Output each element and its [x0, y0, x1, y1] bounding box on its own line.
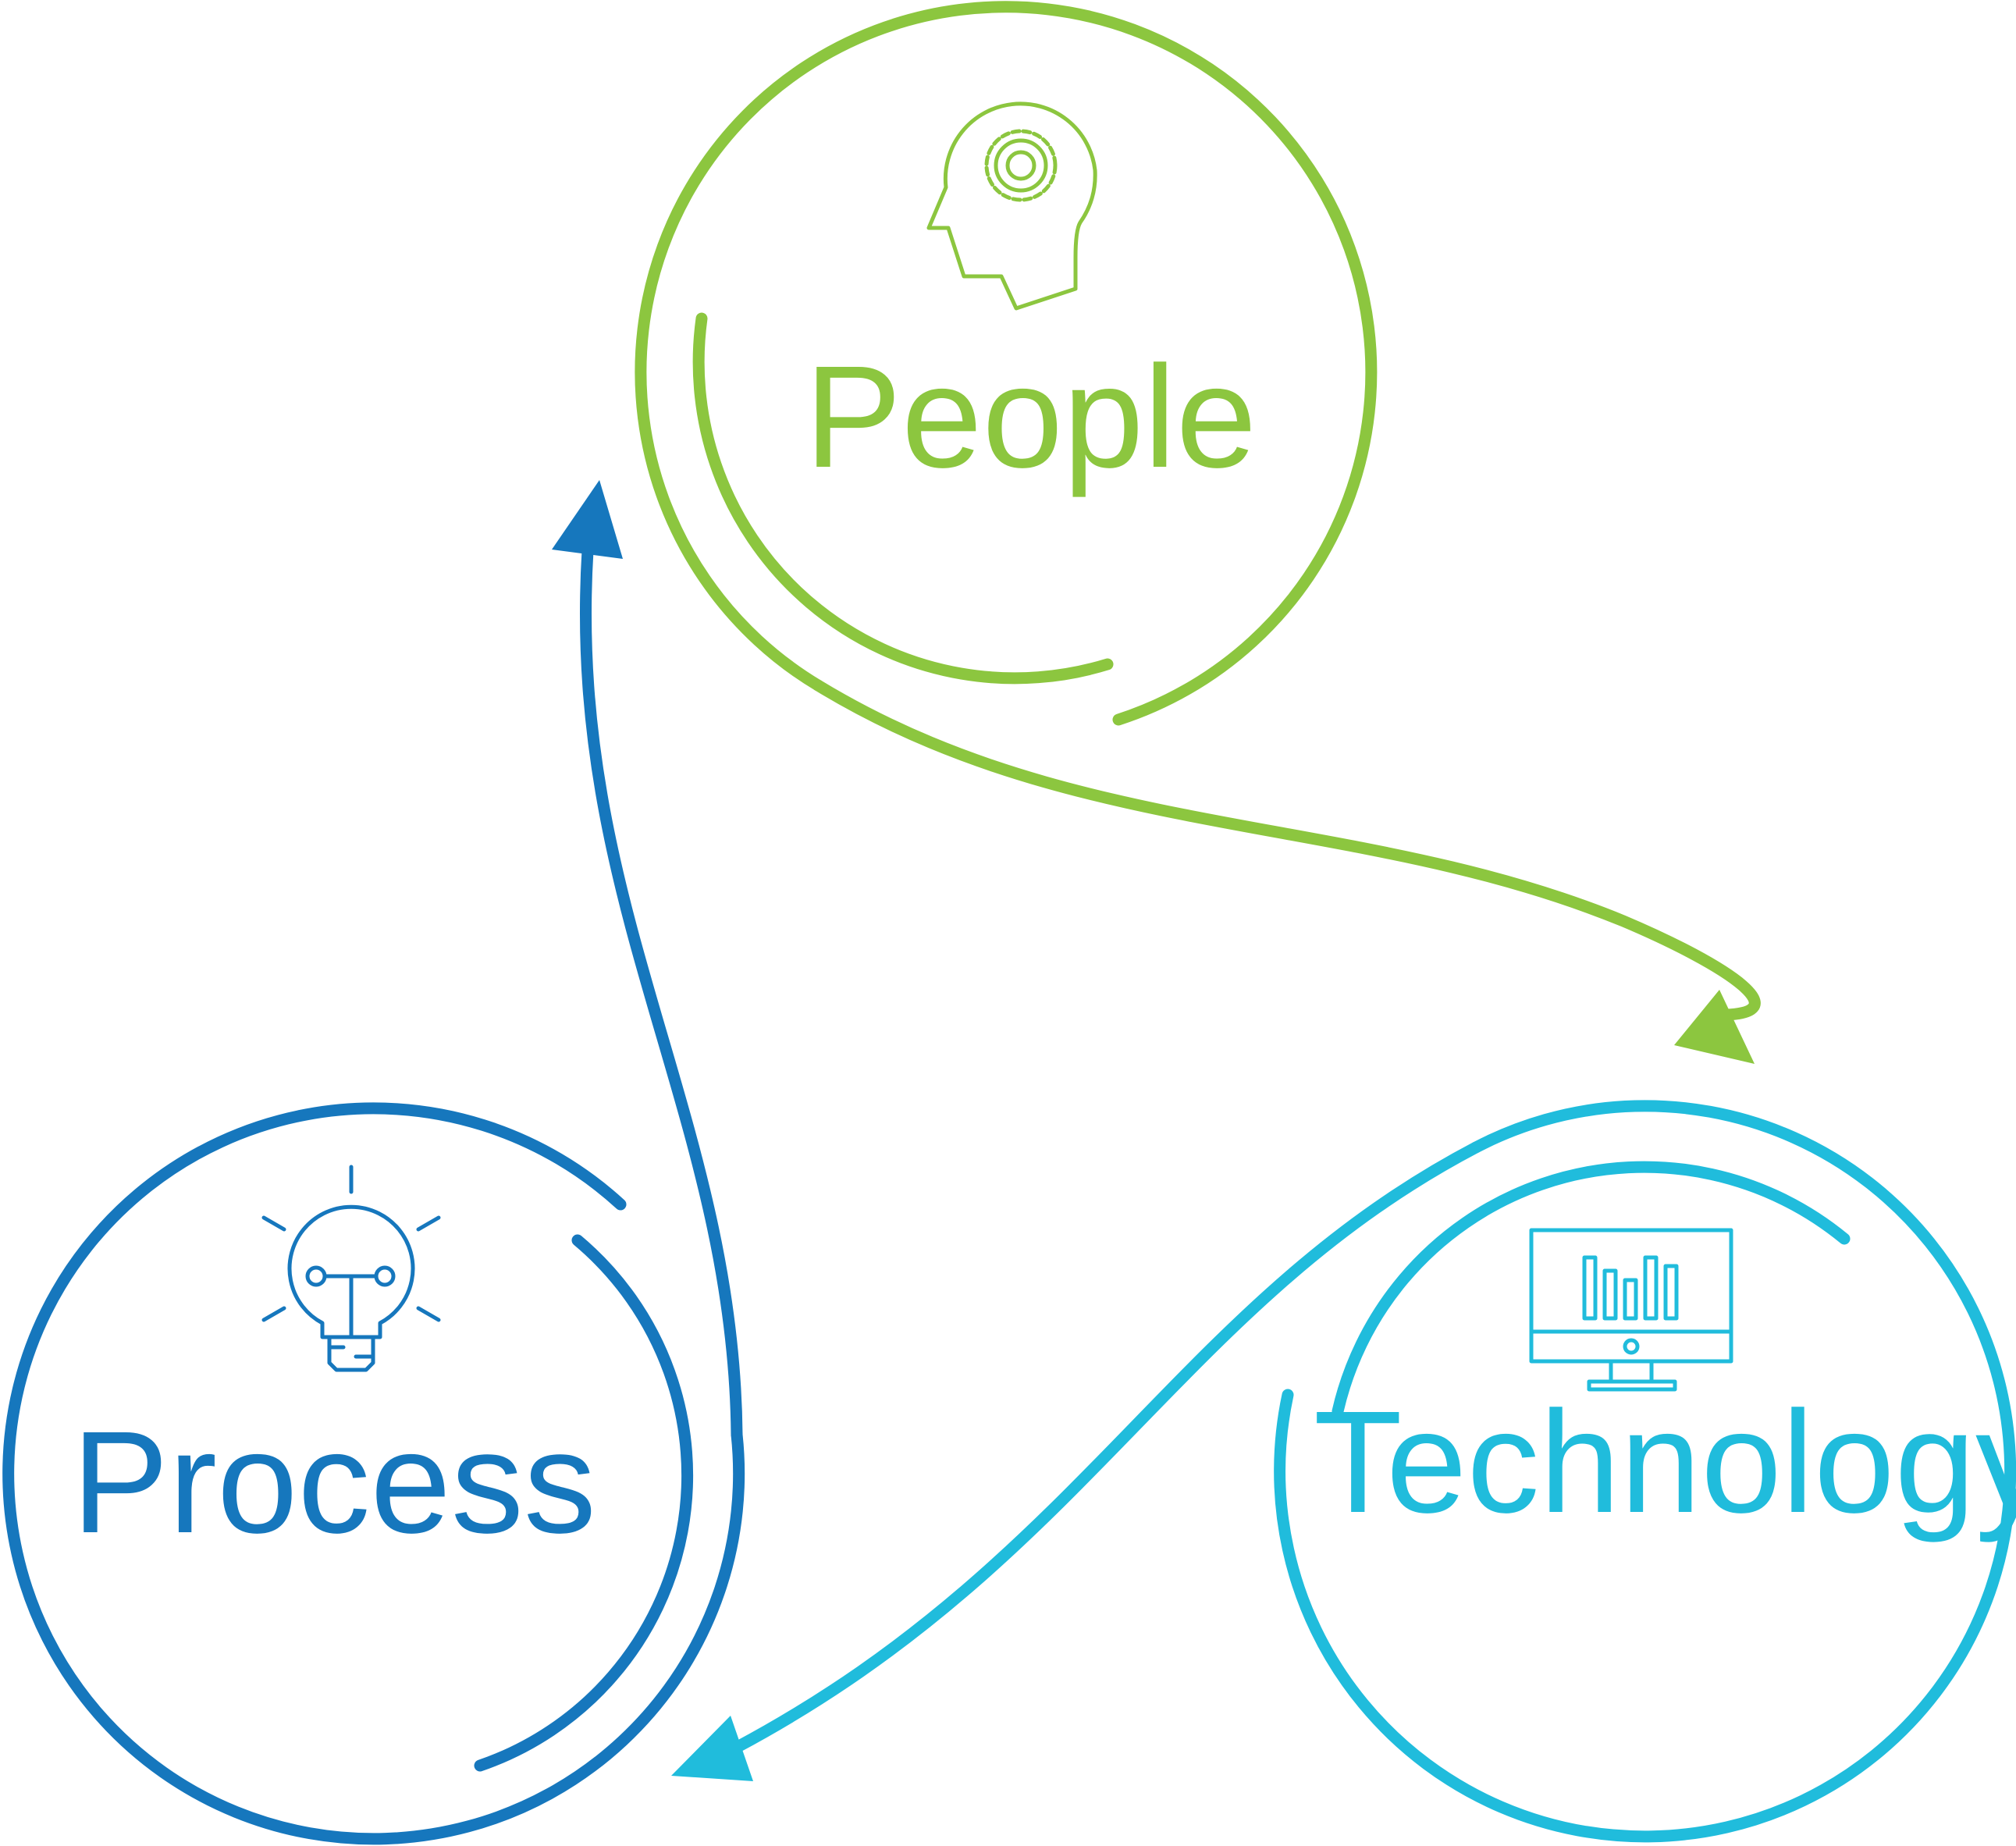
monitor-chart-icon: [1529, 1228, 1733, 1392]
people-outer-arc: [635, 1, 1378, 726]
technology-outer-arc: [1274, 1100, 2016, 1843]
arrow-people-to-technology: [812, 679, 1761, 1064]
arrow-technology-to-process-head: [671, 1716, 753, 1781]
people-label: People: [805, 336, 1257, 498]
lightbulb-icon: [261, 1165, 441, 1372]
process-label: Process: [72, 1402, 596, 1563]
technology-inner-arc: [1332, 1161, 1851, 1417]
arrow-process-to-people: [552, 480, 743, 1441]
people-node: People: [635, 1, 1378, 726]
arrow-people-to-technology-head: [1674, 990, 1755, 1064]
people-inner-arc: [692, 312, 1114, 685]
arrow-people-to-technology-line: [812, 679, 1761, 1021]
arrow-process-to-people-line: [579, 544, 743, 1441]
arrow-technology-to-process-line: [731, 1141, 1482, 1753]
head-gear-icon: [926, 101, 1097, 311]
process-outer-arc: [2, 1102, 745, 1845]
process-node: Process: [2, 1102, 745, 1845]
arrow-process-to-people-head: [552, 480, 623, 559]
technology-node: Technology: [1274, 1100, 2016, 1843]
process-inner-arc: [474, 1234, 694, 1772]
arrow-technology-to-process: [671, 1141, 1482, 1781]
technology-label: Technology: [1314, 1382, 2016, 1543]
